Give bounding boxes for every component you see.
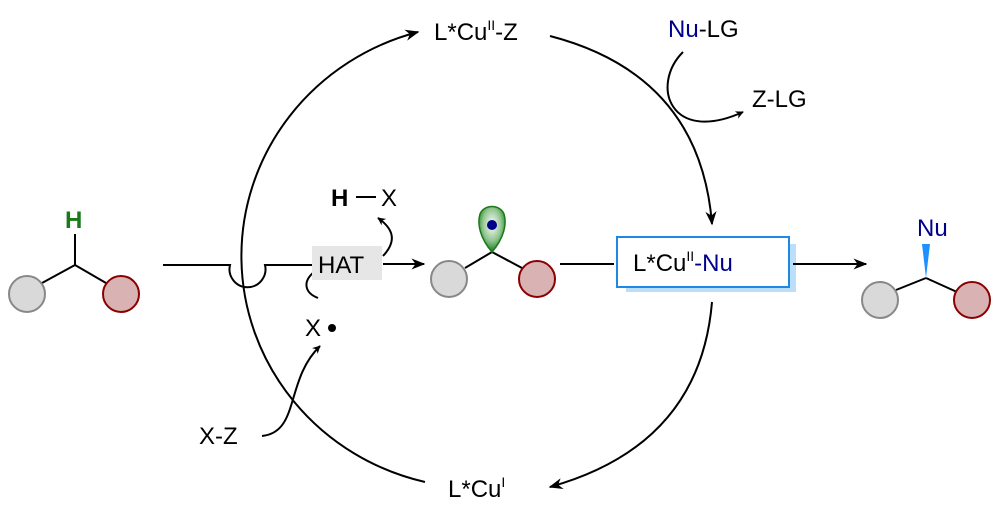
z-lg-label: Z-LG bbox=[752, 86, 807, 113]
hx-arrow bbox=[377, 217, 393, 257]
product-molecule: Nu bbox=[861, 215, 991, 319]
radical-electron-dot bbox=[487, 220, 497, 230]
cu2-nu-box bbox=[616, 236, 790, 288]
cycle-arc-left bbox=[240, 29, 426, 483]
substrate-molecule: H bbox=[8, 207, 140, 313]
stereo-wedge bbox=[922, 244, 930, 278]
xz-label: X-Z bbox=[199, 423, 238, 450]
substrate-h-label: H bbox=[65, 207, 82, 234]
x-radical-label: X bbox=[305, 315, 321, 342]
radical-dot bbox=[328, 324, 336, 332]
cu2-z-label: L*CuII-Z bbox=[434, 17, 518, 46]
radical-intermediate bbox=[430, 205, 556, 298]
cu2-nu-label: L*CuII-Nu bbox=[633, 248, 733, 277]
nu-lg-arrow bbox=[666, 51, 744, 123]
cu1-label: L*CuI bbox=[448, 474, 505, 503]
hat-box bbox=[312, 246, 382, 280]
hx-x-label: X bbox=[381, 185, 397, 212]
hat-line bbox=[163, 264, 312, 289]
x-radical-arc bbox=[305, 271, 319, 299]
hx-h-label: H bbox=[331, 185, 348, 212]
cycle-arc-right-upper bbox=[549, 35, 717, 226]
hat-label: HAT bbox=[318, 252, 365, 279]
xz-arrow bbox=[261, 345, 321, 437]
product-nu-label: Nu bbox=[917, 215, 948, 242]
nu-lg-label: Nu-LG bbox=[668, 16, 739, 43]
cycle-arc-right-lower bbox=[548, 301, 713, 489]
